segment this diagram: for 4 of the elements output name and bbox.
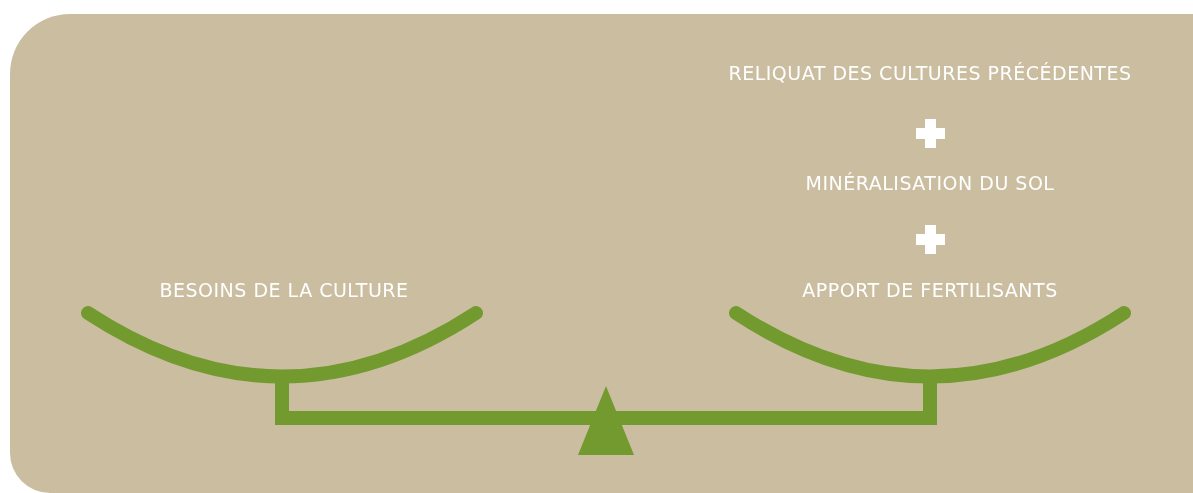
caption-text: BESOINS DE LA CULTURE [159, 279, 409, 301]
caption-text: RELIQUAT DES CULTURES PRÉCÉDENTES [728, 62, 1132, 84]
caption-text: APPORT DE FERTILISANTS [802, 279, 1058, 301]
caption-text: MINÉRALISATION DU SOL [805, 172, 1055, 194]
